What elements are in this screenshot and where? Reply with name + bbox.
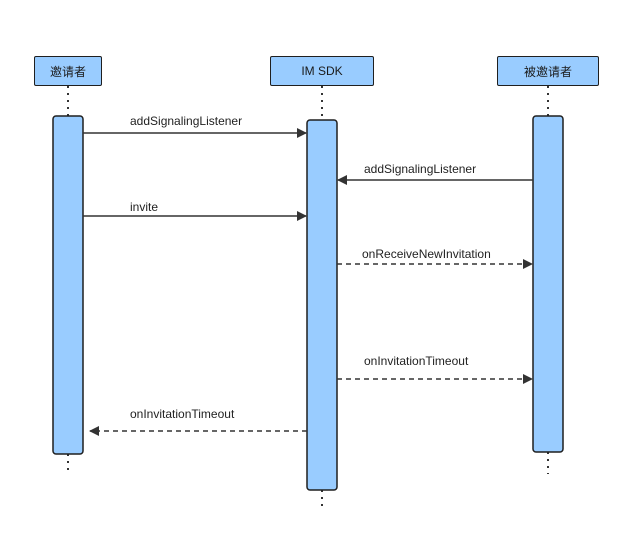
- participant-im-sdk: IM SDK: [270, 56, 374, 86]
- message-label-6: onInvitationTimeout: [130, 407, 235, 421]
- message-label-1: addSignalingListener: [130, 114, 243, 128]
- participant-invitee: 被邀请者: [497, 56, 599, 86]
- activation-sdk: [306, 119, 338, 491]
- message-label-3: invite: [130, 200, 159, 214]
- message-label-5: onInvitationTimeout: [364, 354, 469, 368]
- message-label-4: onReceiveNewInvitation: [362, 247, 491, 261]
- message-label-2: addSignalingListener: [364, 162, 477, 176]
- participant-inviter: 邀请者: [34, 56, 102, 86]
- activation-inviter: [52, 115, 84, 455]
- activation-invitee: [532, 115, 564, 453]
